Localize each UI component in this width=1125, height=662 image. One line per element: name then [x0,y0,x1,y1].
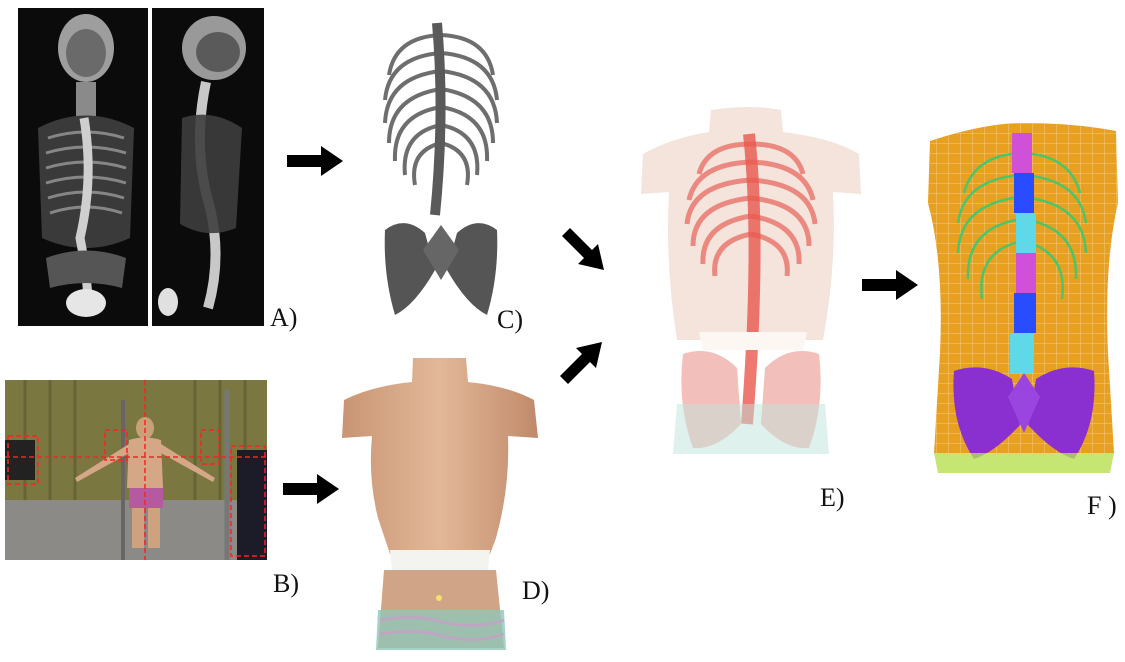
torso-surface-model [338,358,543,658]
arrow-right-icon [862,270,918,300]
arrow-down-right-icon [558,224,608,274]
panel-label-f: F ) [1087,493,1117,519]
xray-lateral-image [152,8,264,326]
panel-label-b: B) [273,571,299,597]
arrow-right-icon [283,474,339,504]
arrow-up-right-icon [556,338,606,388]
skeleton-3d-render [375,15,507,320]
xray-frontal-image [18,8,148,326]
finite-element-mesh-model [924,113,1120,475]
panel-label-e: E) [820,485,845,511]
arrow-right-icon [287,146,343,176]
surface-scan-photo [5,380,267,560]
panel-label-d: D) [522,578,549,604]
panel-label-c: C) [497,307,523,333]
panel-label-a: A) [270,305,297,331]
registered-skeleton-torso [637,104,865,460]
